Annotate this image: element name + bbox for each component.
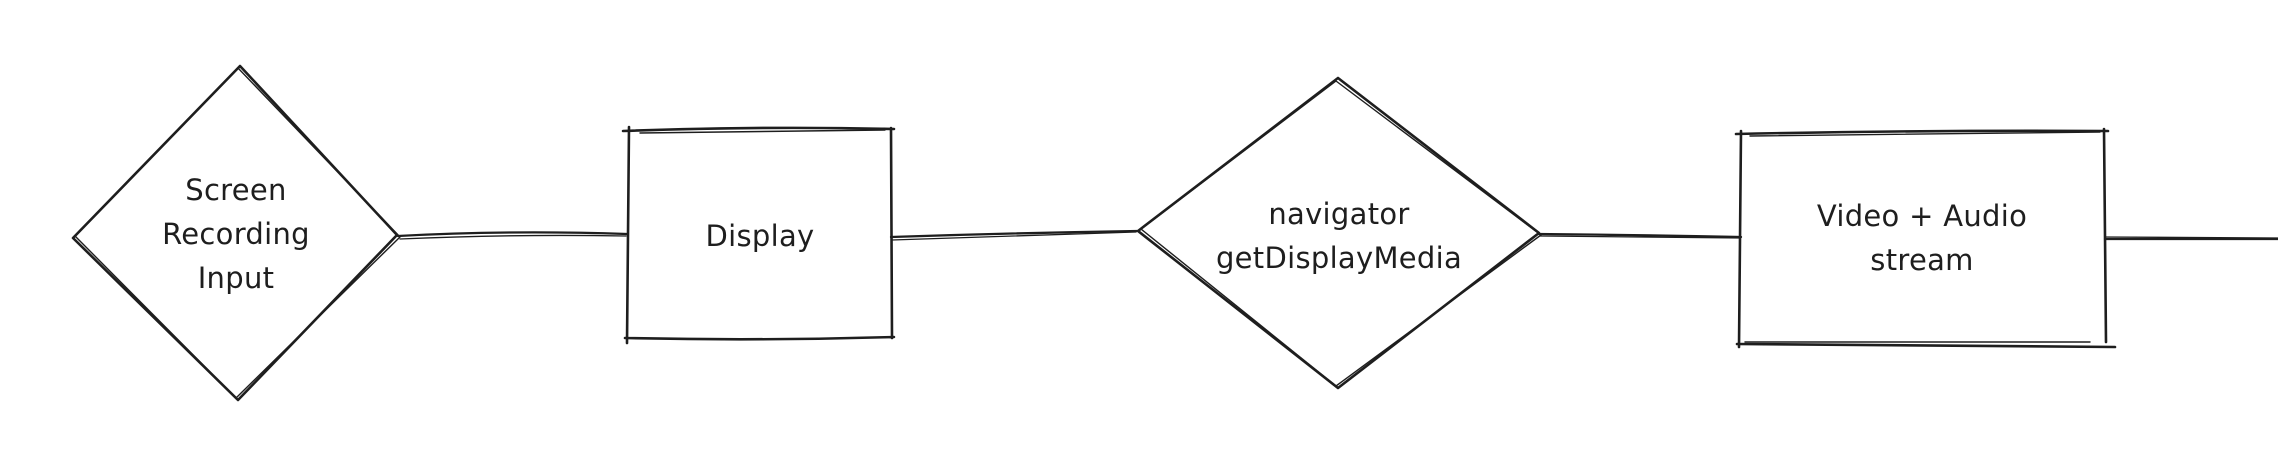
connector-line (1537, 232, 1743, 239)
connector-line-echo (399, 234, 627, 240)
rect-edge-left (625, 125, 631, 345)
connector-line (396, 231, 629, 238)
diamond-outline-echo (74, 67, 401, 399)
diamond-outline (71, 64, 399, 402)
connector-stream-to-offscreen[interactable] (2103, 236, 2278, 241)
node-display[interactable] (621, 125, 896, 345)
rect-edge-top (1734, 129, 2110, 136)
rect-edge-bottom (1735, 342, 2117, 349)
diamond-outline-echo (1140, 80, 1542, 387)
rect-edge-bottom (623, 335, 896, 341)
node-screen-recording-input[interactable] (71, 64, 401, 402)
connector-line-echo (891, 231, 1137, 241)
connector-line (889, 229, 1139, 239)
rect-edge-top-echo (1749, 131, 2101, 137)
rect-edge-right (889, 126, 894, 340)
connector-line-echo (2105, 236, 2278, 239)
node-navigator-getdisplaymedia[interactable] (1136, 76, 1542, 390)
rect-edge-top (621, 126, 896, 133)
rect-edge-left (1737, 129, 1743, 349)
rect-edge-right (2102, 127, 2108, 344)
node-video-audio-stream[interactable] (1734, 127, 2117, 349)
rect-edge-top-echo (639, 129, 886, 134)
connector-getdisplaymedia-to-stream[interactable] (1537, 232, 1743, 239)
diamond-outline (1136, 76, 1541, 390)
connector-display-to-getdisplaymedia[interactable] (889, 229, 1139, 241)
connector-line-echo (1539, 235, 1741, 239)
connector-screen-recording-to-display[interactable] (396, 231, 629, 240)
